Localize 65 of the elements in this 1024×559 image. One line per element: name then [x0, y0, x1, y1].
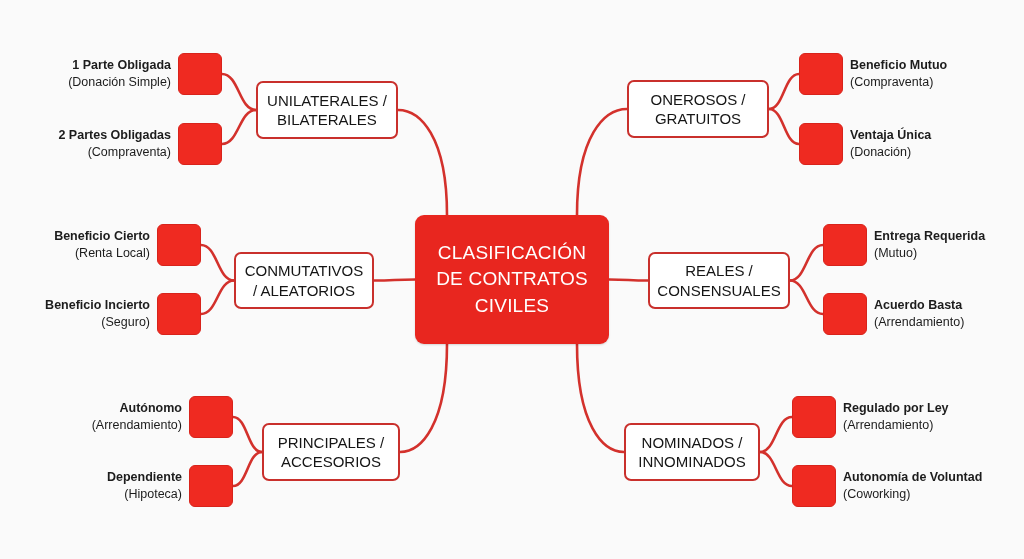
category-box — [627, 80, 769, 138]
leaf-node — [823, 224, 867, 266]
branch-title: Beneficio Cierto — [54, 229, 150, 244]
connector-line — [788, 279, 825, 316]
example-note: (Coworking) — [843, 487, 911, 502]
example-note: (Hipoteca) — [124, 487, 182, 502]
connector-line — [396, 108, 449, 217]
category-box — [624, 423, 760, 481]
connector-line — [231, 450, 264, 488]
example-note: (Compraventa) — [850, 75, 934, 90]
leaf-node — [178, 123, 222, 165]
category-label: REALES / CONSENSUALES — [656, 261, 782, 300]
example-note: (Donación Simple) — [68, 75, 171, 90]
leaf-node — [189, 396, 233, 438]
category-box — [256, 81, 398, 139]
category-label: CONMUTATIVOS / ALEATORIOS — [243, 261, 365, 300]
leaf-node — [792, 465, 836, 507]
central-topic-title: CLASIFICACIÓN DE CONTRATOS CIVILES — [435, 241, 589, 318]
connector-line — [575, 342, 626, 454]
branch-title: 2 Partes Obligadas — [58, 128, 171, 143]
leaf-node — [178, 53, 222, 95]
leaf-node — [792, 396, 836, 438]
example-note: (Arrendamiento) — [91, 418, 182, 433]
example-note: (Arrendamiento) — [874, 315, 965, 330]
connector-line — [767, 107, 801, 146]
category-label: PRINCIPALES / ACCESORIOS — [276, 432, 386, 472]
connector-line — [220, 108, 258, 146]
connector-line — [767, 72, 801, 111]
leaf-node — [823, 293, 867, 335]
category-box — [234, 252, 374, 309]
branch-title: Autónomo — [119, 401, 182, 416]
branch-title: 1 Parte Obligada — [72, 58, 171, 73]
connector-line — [199, 279, 236, 316]
connector-line — [220, 72, 258, 112]
connector-line — [758, 450, 794, 488]
category-box — [648, 252, 790, 309]
category-label: UNILATERALES / BILATERALES — [266, 90, 388, 130]
category-label: NOMINADOS / INNOMINADOS — [637, 432, 747, 472]
leaf-node — [799, 123, 843, 165]
branch-title: Ventaja Única — [850, 128, 932, 143]
connector-line — [398, 342, 449, 454]
leaf-node — [157, 224, 201, 266]
branch-title: Autonomía de Voluntad — [843, 470, 983, 485]
category-label: ONEROSOS / GRATUITOS — [649, 89, 747, 129]
branch-title: Beneficio Incierto — [45, 298, 150, 313]
example-note: (Donación) — [850, 145, 912, 160]
example-note: (Mutuo) — [874, 246, 918, 261]
connector-line — [231, 415, 264, 454]
category-box — [262, 423, 400, 481]
leaf-node — [799, 53, 843, 95]
branch-title: Entrega Requerida — [874, 229, 986, 244]
example-note: (Seguro) — [101, 315, 150, 330]
central-topic-box — [415, 215, 609, 344]
example-note: (Arrendamiento) — [843, 418, 934, 433]
connector-line — [575, 107, 629, 217]
example-note: (Compraventa) — [87, 145, 171, 160]
connector-line — [372, 278, 417, 282]
example-note: (Renta Local) — [74, 246, 150, 261]
leaf-node — [189, 465, 233, 507]
branch-title: Regulado por Ley — [843, 401, 949, 416]
leaf-node — [157, 293, 201, 335]
branch-title: Beneficio Mutuo — [850, 58, 948, 73]
branch-title: Acuerdo Basta — [874, 298, 963, 313]
connector-line — [607, 278, 650, 282]
branch-title: Dependiente — [107, 470, 182, 485]
